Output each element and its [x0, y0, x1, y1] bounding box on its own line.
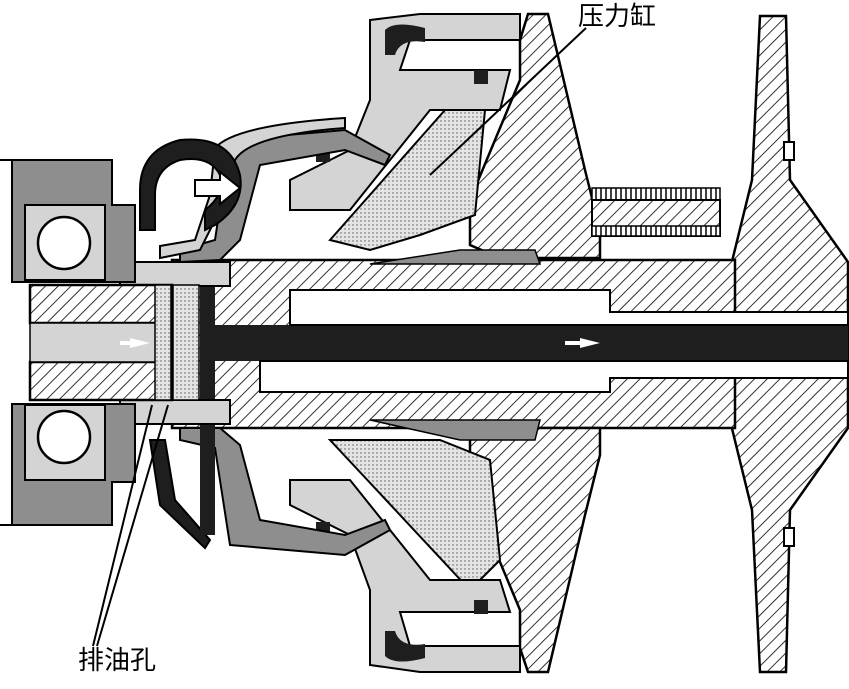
inner-hub-lower — [119, 399, 231, 425]
drain-sleeve-mid — [200, 285, 215, 400]
seal-lower-small — [474, 600, 488, 614]
drain-sleeve-lower — [200, 400, 215, 535]
upper-gallery — [289, 289, 849, 326]
input-shaft-lower — [28, 360, 174, 402]
movable-sheave-upper — [468, 12, 602, 260]
label-pressure-cylinder: 压力缸 — [578, 2, 657, 32]
seal-ring-lower-outer — [385, 631, 425, 662]
flow-arrow-icon — [565, 338, 600, 348]
bearing-ball-lower — [36, 409, 92, 465]
pressure-cylinder-chamber-lower — [327, 439, 502, 592]
end-seal-upper — [139, 138, 242, 232]
drain-hole-2 — [172, 284, 200, 401]
drain-arrow-icon — [120, 338, 150, 348]
leader-pressure-cylinder — [429, 27, 587, 176]
leader-drain-hole-2 — [96, 404, 169, 647]
input-shaft-upper — [28, 283, 174, 325]
drain-hole-1 — [154, 284, 172, 401]
inflow-arrow-icon — [194, 169, 242, 207]
leader-drain-hole-1 — [92, 404, 153, 647]
piston-lower — [179, 427, 392, 557]
keyway-lower — [783, 527, 795, 547]
end-seal-lower — [148, 439, 212, 550]
keyway-upper — [783, 141, 795, 161]
upper-piston-rod — [369, 249, 542, 265]
spline-teeth — [591, 187, 721, 201]
lower-gallery — [259, 360, 849, 393]
lower-piston-rod — [369, 419, 541, 441]
seal-ring-upper-outer — [385, 24, 425, 55]
input-shaft-bore — [29, 322, 173, 363]
bearing-ball-upper — [36, 215, 92, 271]
seal-upper-small — [474, 70, 488, 84]
oil-passage — [200, 325, 848, 361]
label-drain-hole: 排油孔 — [78, 646, 157, 676]
spline-teeth-lower — [591, 225, 721, 237]
inner-hub-upper — [119, 261, 231, 287]
